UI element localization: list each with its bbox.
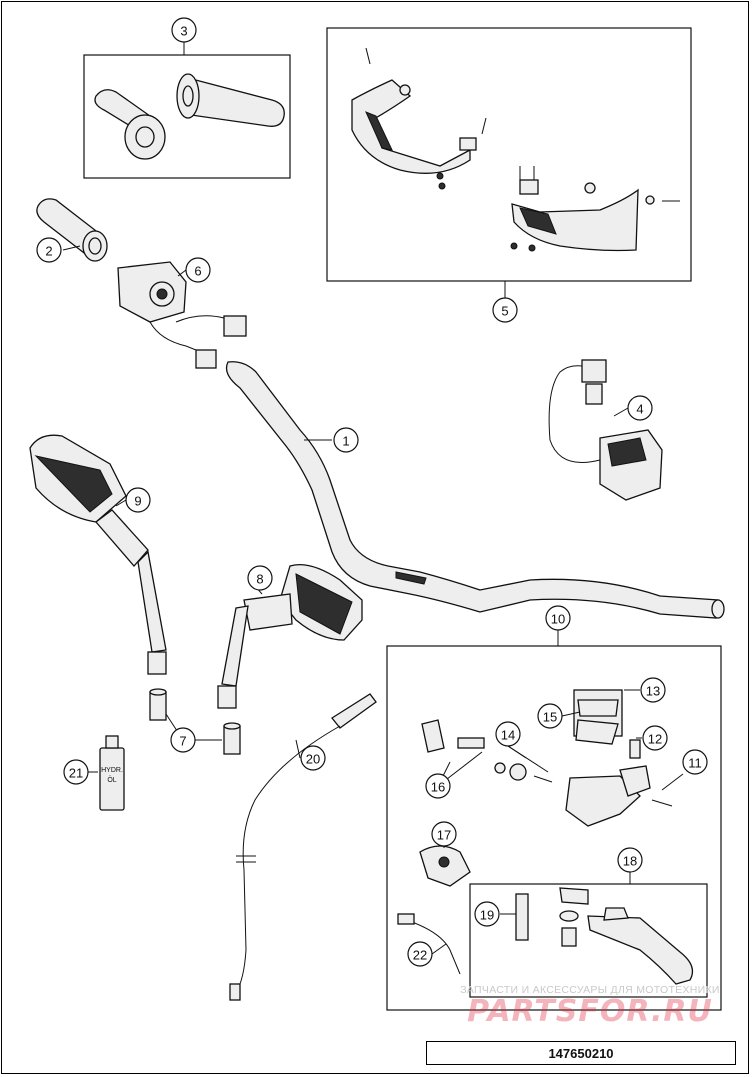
callout-box-10 — [386, 645, 722, 1011]
callout-label-1: 1 — [342, 434, 349, 449]
watermark-tagline: ЗАПЧАСТИ И АКСЕССУАРЫ ДЛЯ МОТОТЕХНИКИ — [460, 984, 720, 996]
callout-9: 9 — [125, 487, 151, 513]
callout-2: 2 — [36, 237, 62, 263]
callout-box-5 — [326, 27, 692, 282]
callout-label-3: 3 — [180, 24, 187, 39]
callout-7: 7 — [170, 727, 196, 753]
callout-label-20: 20 — [306, 752, 320, 767]
callout-5: 5 — [492, 297, 518, 323]
callout-label-2: 2 — [45, 244, 52, 259]
watermark-brand: PARTSFOR.RU — [467, 994, 713, 1029]
watermark: ЗАПЧАСТИ И АКСЕССУАРЫ ДЛЯ МОТОТЕХНИКИ PA… — [440, 984, 740, 1029]
callout-label-8: 8 — [256, 572, 263, 587]
callout-label-12: 12 — [648, 732, 662, 747]
clutch-master-cylinder — [397, 689, 694, 985]
handlebar — [225, 361, 725, 619]
callout-label-19: 19 — [480, 908, 494, 923]
catalog-number-box: 147650210 — [426, 1041, 736, 1065]
callout-label-15: 15 — [543, 710, 557, 725]
callout-3: 3 — [171, 17, 197, 43]
callout-box-18 — [469, 883, 708, 998]
callout-21: 21 — [63, 759, 89, 785]
callout-label-7: 7 — [179, 734, 186, 749]
callout-label-4: 4 — [636, 402, 643, 417]
callout-14: 14 — [495, 721, 521, 747]
callout-label-22: 22 — [413, 948, 427, 963]
callout-label-10: 10 — [551, 612, 565, 627]
callout-17: 17 — [431, 821, 457, 847]
callout-16: 16 — [425, 773, 451, 799]
bottle-label-line2: ÖL — [107, 776, 116, 784]
callout-1: 1 — [333, 427, 359, 453]
callout-label-16: 16 — [431, 780, 445, 795]
callout-label-21: 21 — [69, 766, 83, 781]
callout-8: 8 — [247, 565, 273, 591]
callout-18: 18 — [617, 847, 643, 873]
callout-label-17: 17 — [437, 828, 451, 843]
right-mirror — [217, 563, 363, 709]
callout-13: 13 — [640, 677, 666, 703]
catalog-number: 147650210 — [548, 1045, 614, 1061]
callout-11: 11 — [682, 749, 708, 775]
left-mirror — [29, 434, 167, 675]
grip-set — [94, 73, 285, 160]
callout-label-6: 6 — [194, 264, 201, 279]
callout-15: 15 — [537, 703, 563, 729]
callout-label-14: 14 — [501, 728, 515, 743]
callout-label-13: 13 — [646, 684, 660, 699]
callout-22: 22 — [407, 941, 433, 967]
callout-10: 10 — [545, 605, 571, 631]
left-switch — [117, 261, 247, 369]
callout-label-11: 11 — [688, 756, 702, 771]
callout-label-9: 9 — [134, 494, 141, 509]
callout-6: 6 — [185, 257, 211, 283]
callout-box-3 — [83, 54, 291, 179]
bottle-label-line1: HYDR. — [101, 767, 123, 774]
callout-20: 20 — [300, 745, 326, 771]
callout-19: 19 — [474, 901, 500, 927]
hand-guards — [351, 47, 680, 252]
callout-label-18: 18 — [623, 854, 637, 869]
callout-4: 4 — [627, 395, 653, 421]
grip — [36, 198, 108, 262]
callout-12: 12 — [642, 725, 668, 751]
right-switch — [548, 359, 663, 501]
callout-label-5: 5 — [501, 304, 508, 319]
hydraulic-oil-bottle: HYDR. ÖL — [99, 735, 125, 811]
clutch-cable — [229, 693, 377, 1001]
mirror-adapters — [149, 688, 241, 755]
